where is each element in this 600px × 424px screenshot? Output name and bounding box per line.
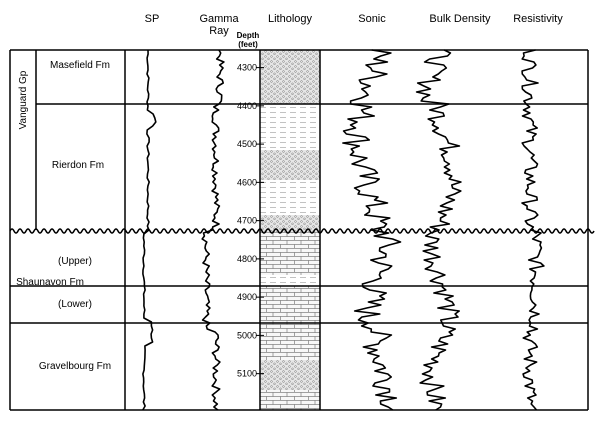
lithology-layer <box>260 390 320 410</box>
depth-label-4300: 4300 <box>237 63 257 73</box>
header-bulk-density: Bulk Density <box>429 13 491 25</box>
lithology-layer <box>260 50 320 104</box>
depth-label-4900: 4900 <box>237 292 257 302</box>
group-label-vanguard: Vanguard Gp <box>18 70 29 129</box>
lithology-layer <box>260 360 320 390</box>
depth-label-4400: 4400 <box>237 101 257 111</box>
lithology-layer <box>260 104 320 150</box>
depth-label-4700: 4700 <box>237 216 257 226</box>
depth-label-4600: 4600 <box>237 177 257 187</box>
formation-label-masefield: Masefield Fm <box>50 60 110 71</box>
header-sonic: Sonic <box>358 13 386 25</box>
lithology-layer <box>260 232 320 275</box>
bulk-density-curve <box>415 49 462 411</box>
lithology-layer <box>260 150 320 180</box>
formation-label-gravelbourg: Gravelbourg Fm <box>39 361 111 372</box>
depth-label-5100: 5100 <box>237 369 257 379</box>
lithology-layer <box>260 215 320 232</box>
depth-label-4500: 4500 <box>237 139 257 149</box>
lithology-column <box>260 50 320 410</box>
formation-label-shaunavon-upper: (Upper) <box>58 256 92 267</box>
lithology-layer <box>260 275 320 286</box>
unconformity-wavy-line <box>9 228 595 234</box>
header-gamma-ray-line2: Ray <box>209 25 229 37</box>
lithology-layer <box>260 180 320 215</box>
formation-label-shaunavon-lower: (Lower) <box>58 299 92 310</box>
header-gamma-ray-line1: Gamma <box>199 13 239 25</box>
header-depth-line2: (feet) <box>238 40 258 49</box>
depth-label-4800: 4800 <box>237 254 257 264</box>
formation-label-rierdon: Rierdon Fm <box>52 160 104 171</box>
lithology-layer <box>260 323 320 360</box>
formation-label-shaunavon: Shaunavon Fm <box>16 277 84 288</box>
lithology-layer <box>260 286 320 323</box>
header-sp: SP <box>145 13 160 25</box>
header-resistivity: Resistivity <box>513 13 563 25</box>
header-lithology: Lithology <box>268 13 313 25</box>
header-depth-line1: Depth <box>237 31 260 40</box>
depth-label-5000: 5000 <box>237 330 257 340</box>
depth-scale: 4300 4400 4500 4600 4700 4800 4900 5000 5100 <box>237 63 264 379</box>
